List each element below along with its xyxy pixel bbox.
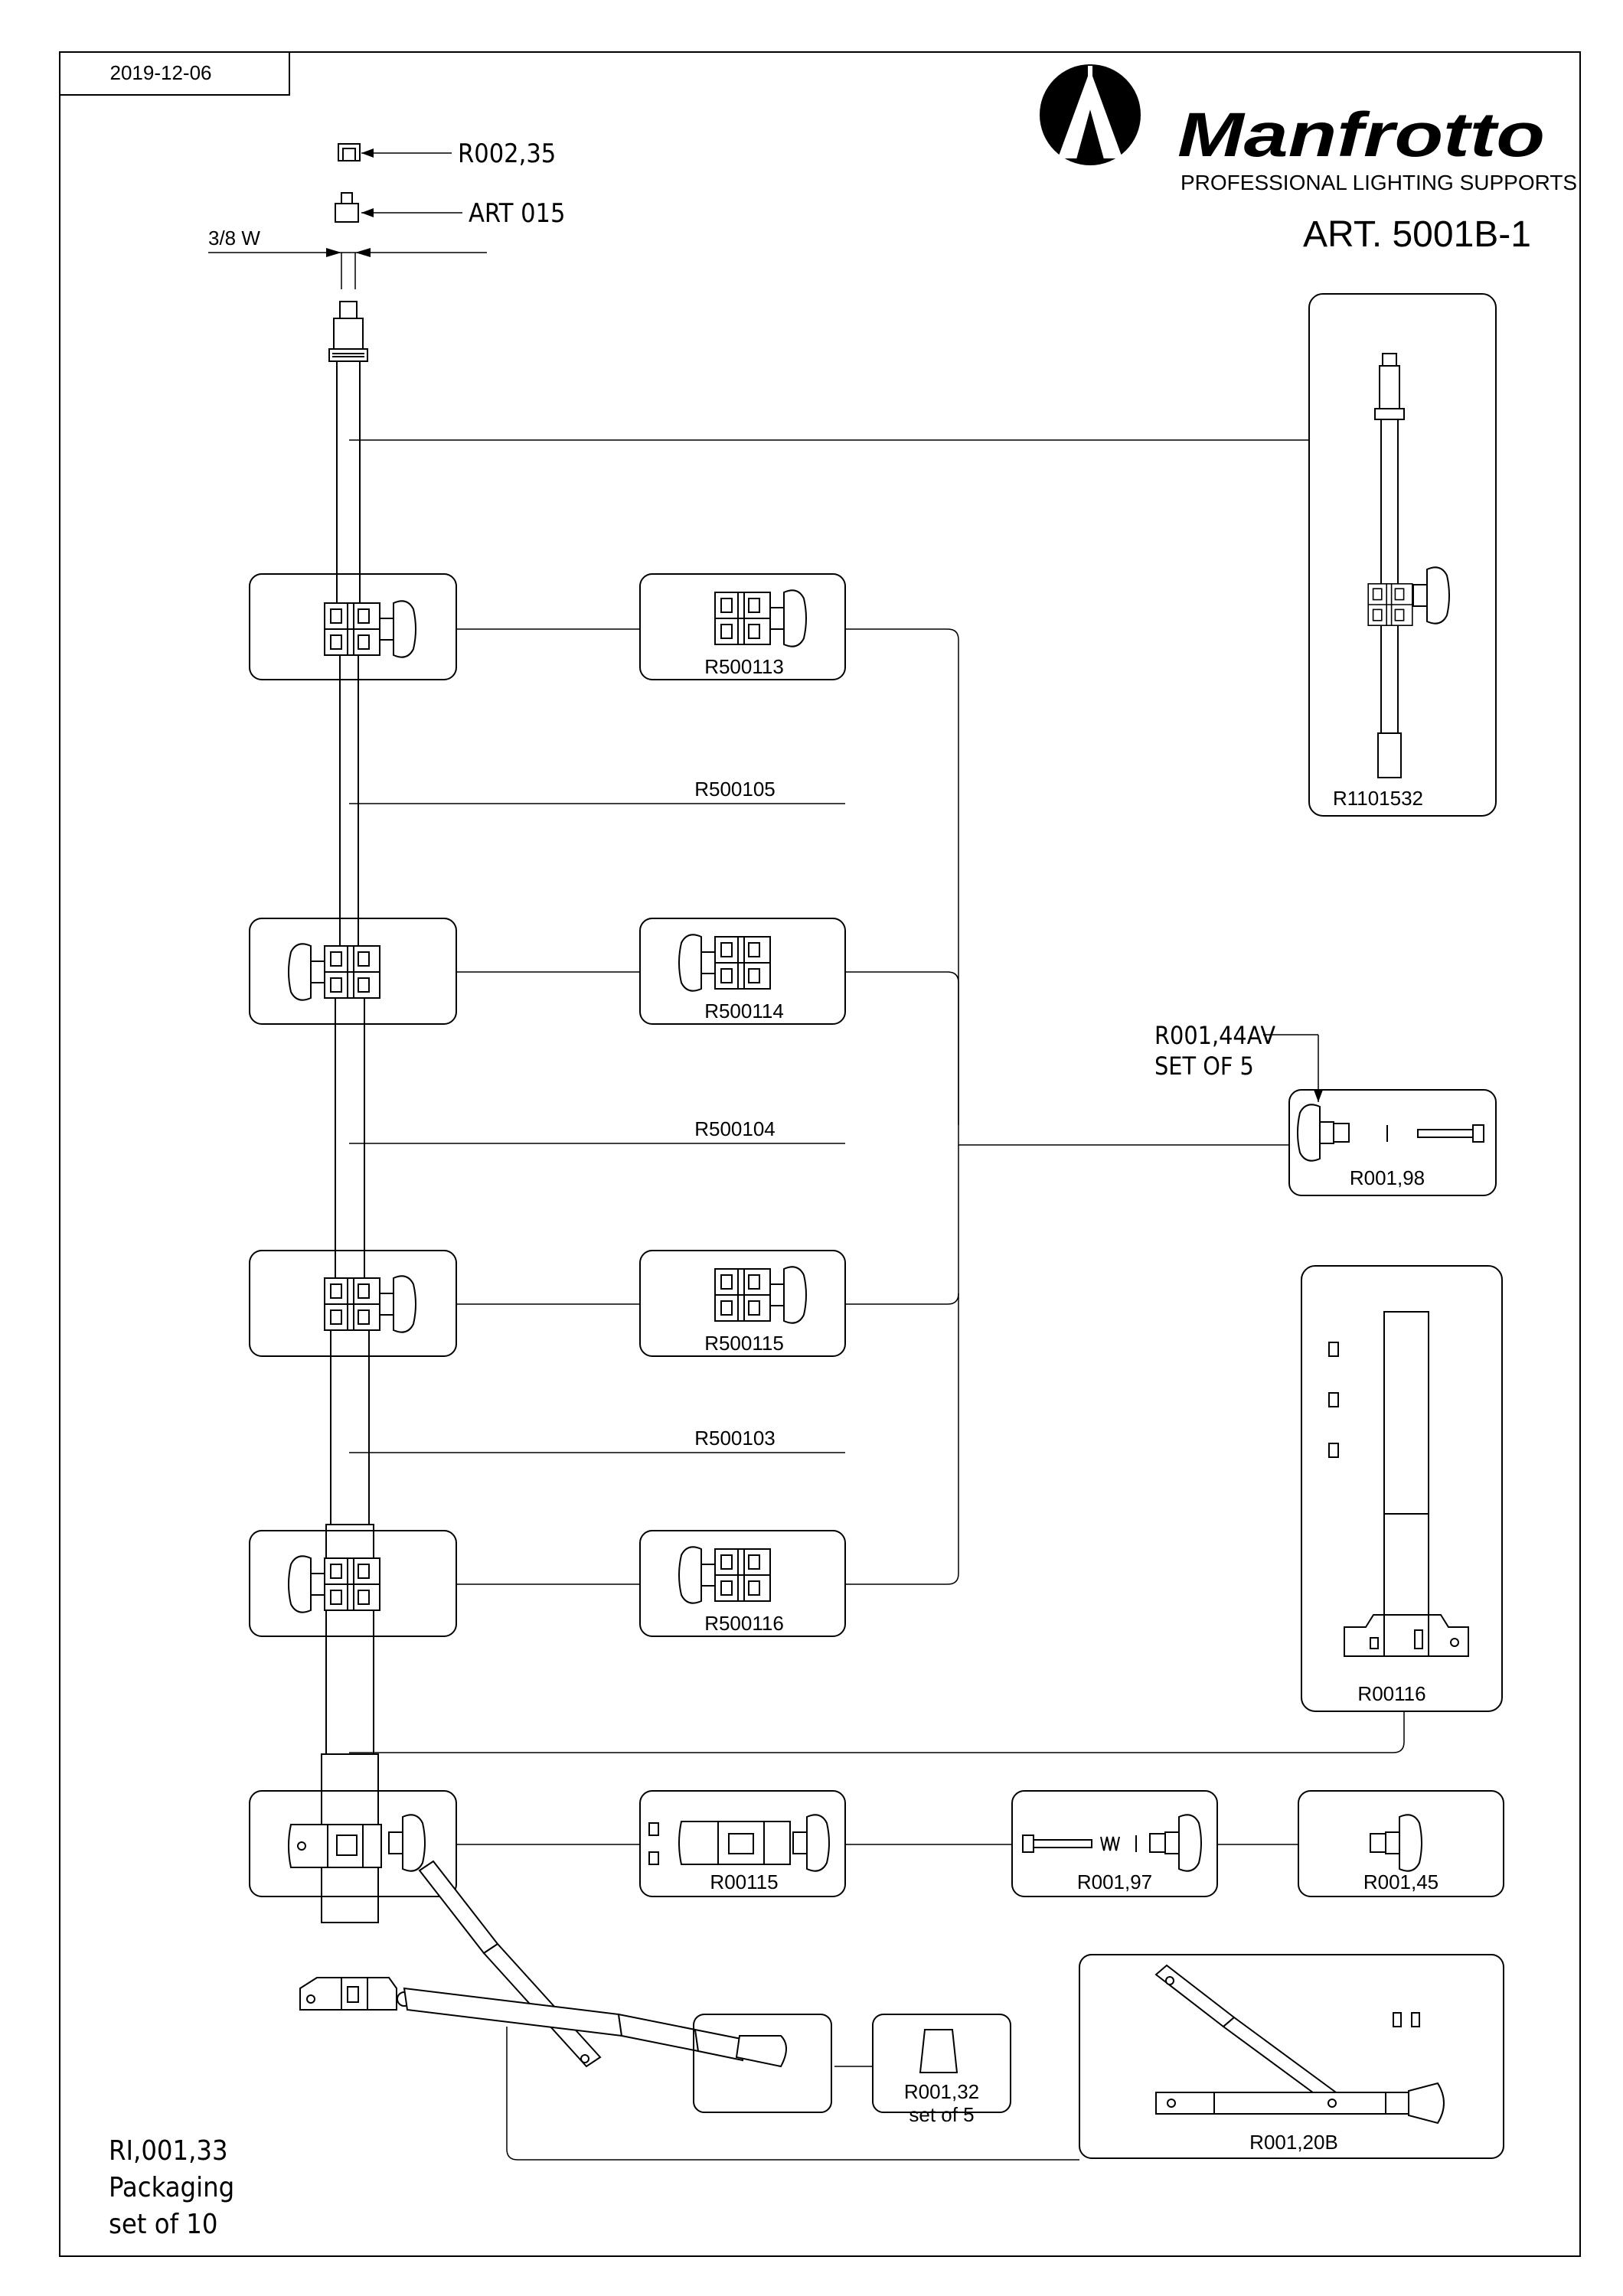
stand-column [321,301,379,1923]
label-r001-32-note: set of 5 [909,2103,974,2126]
adapter-callout: ART 015 [469,198,565,229]
part-box-r500116: R500116 [639,1530,846,1637]
part-box-r500114: R500114 [639,918,846,1025]
label-r001-20b: R001,20B [1249,2131,1338,2154]
cap-part: R002,35 [338,139,556,169]
cap-callout: R002,35 [458,139,556,169]
part-box-r500113: R500113 [639,573,846,680]
packaging-qty: set of 10 [109,2209,217,2240]
label-r500113: R500113 [704,655,784,678]
label-r500103: R500103 [694,1427,776,1450]
clamp-assembly-4 [249,1530,457,1637]
date-box: 2019-12-06 [59,51,290,96]
packaging-note: RI,001,33 Packaging set of 10 [109,2135,234,2240]
part-box-r00116: R00116 [1301,1265,1503,1712]
brand-wordmark: Manfrotto [1177,100,1545,170]
label-r001-44av-note: SET OF 5 [1154,1052,1254,1081]
label-r500114: R500114 [704,1000,784,1022]
part-box-r00115: R00115 [639,1790,846,1897]
label-r001-44av: R001,44AV [1154,1021,1275,1050]
article-number: ART. 5001B-1 [1303,214,1531,255]
label-r500105: R500105 [694,778,776,801]
label-r500116: R500116 [704,1612,784,1635]
label-r00115: R00115 [710,1870,778,1893]
label-r00116: R00116 [1357,1682,1425,1705]
part-box-r001-98: R001,98 [1288,1089,1497,1196]
adapter-part: ART 015 [335,192,565,229]
label-r001-97: R001,97 [1077,1870,1152,1893]
base-clamp-assembly [249,1790,457,1897]
clamp-assembly-2 [249,918,457,1025]
label-r001-32: R001,32 [904,2080,979,2103]
brand-tagline: PROFESSIONAL LIGHTING SUPPORTS [1181,171,1577,194]
r001-44av-callout: R001,44AV SET OF 5 [1154,1021,1323,1102]
packaging-label: Packaging [109,2172,234,2203]
label-r1101532: R1101532 [1333,787,1423,810]
part-box-r001-45: R001,45 [1298,1790,1504,1897]
thread-callout: 3/8 W [208,227,260,249]
page-frame [59,51,1581,2257]
manfrotto-logo: Manfrotto PROFESSIONAL LIGHTING SUPPORTS [1040,64,1577,194]
label-r001-98: R001,98 [1350,1166,1425,1189]
clamp-assembly-3 [249,1250,457,1357]
connector-lines [349,439,1405,2161]
clamp-assembly-1 [249,573,457,680]
part-box-r001-20b: R001,20B [1079,1954,1504,2159]
part-box-r001-97: R001,97 [1011,1790,1218,1897]
label-r001-45: R001,45 [1363,1870,1438,1893]
part-box-r001-32: R001,32 set of 5 [872,2014,1011,2126]
leg-tip-box [693,2014,832,2113]
part-box-r500115: R500115 [639,1250,846,1357]
label-r500115: R500115 [704,1332,784,1355]
date-label: 2019-12-06 [110,61,212,84]
label-r500104: R500104 [694,1117,776,1140]
thread-dimension: 3/8 W [208,227,487,289]
tripod-leg-assembly [299,1860,787,2068]
part-box-r1101532: R1101532 [1308,293,1497,817]
packaging-code: RI,001,33 [109,2135,228,2167]
